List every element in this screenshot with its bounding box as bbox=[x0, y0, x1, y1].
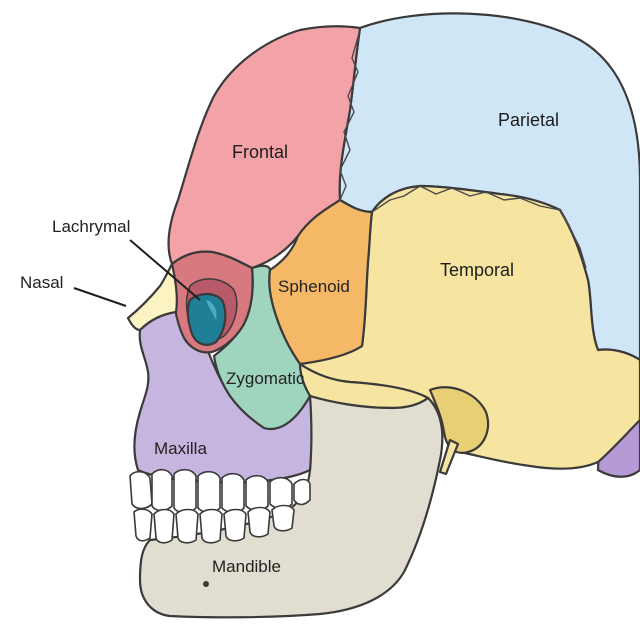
label-nasal: Nasal bbox=[20, 273, 63, 292]
nasal-leader bbox=[74, 288, 126, 306]
label-mandible: Mandible bbox=[212, 557, 281, 576]
label-sphenoid: Sphenoid bbox=[278, 277, 350, 296]
label-parietal: Parietal bbox=[498, 110, 559, 130]
mental-foramen bbox=[203, 581, 209, 587]
label-lachrymal: Lachrymal bbox=[52, 217, 130, 236]
label-maxilla: Maxilla bbox=[154, 439, 207, 458]
label-zygomatic: Zygomatic bbox=[226, 369, 305, 388]
label-temporal: Temporal bbox=[440, 260, 514, 280]
label-frontal: Frontal bbox=[232, 142, 288, 162]
